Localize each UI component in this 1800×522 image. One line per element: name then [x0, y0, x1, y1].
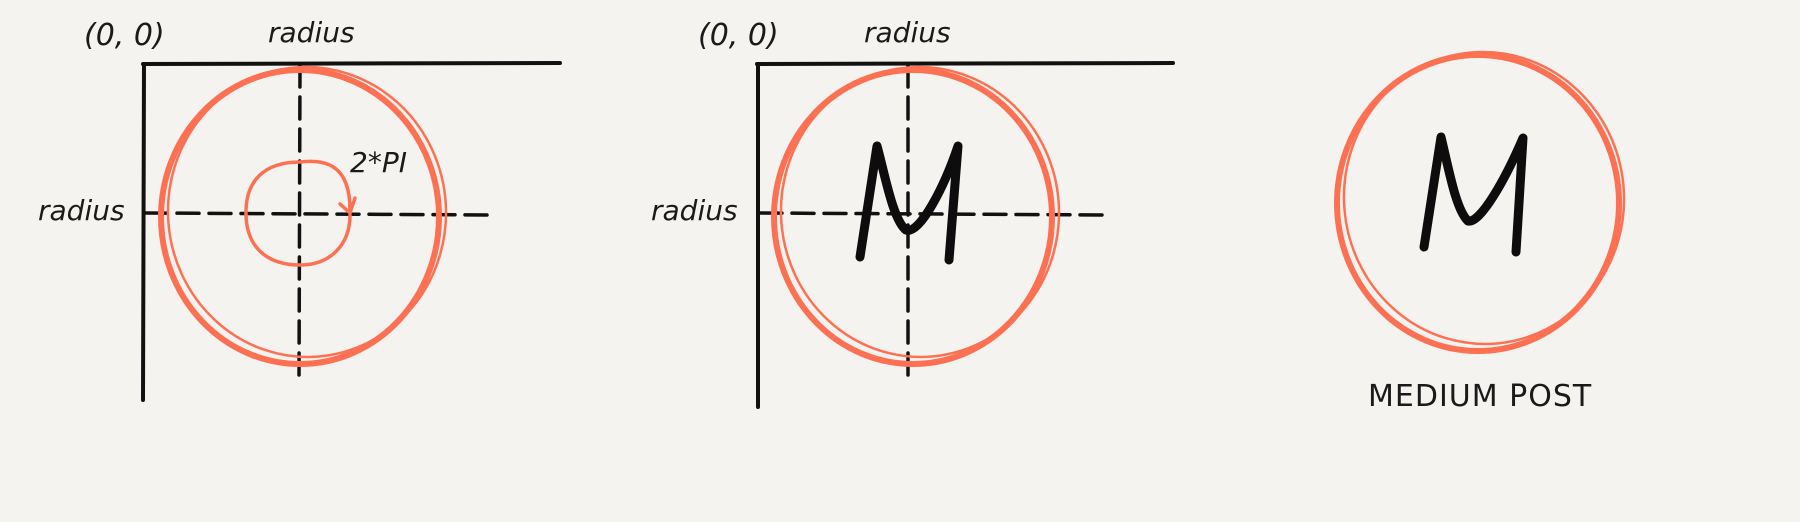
panel-1-arc-label: 2*PI — [350, 146, 407, 179]
panel-1-origin-label: (0, 0) — [84, 18, 165, 53]
panel-2-left-label: radius — [651, 194, 738, 227]
panel-1-circle — [158, 67, 442, 367]
panel-1: (0, 0) radius radius 2*PI — [38, 16, 562, 402]
panel-1-horizontal-guide — [143, 211, 494, 217]
panel-1-top-axis — [141, 61, 562, 66]
panel-1-left-label: radius — [38, 194, 125, 227]
panel-3-circle-echo — [1342, 50, 1626, 346]
panel-1-top-label: radius — [268, 16, 355, 49]
panel-2-top-axis — [755, 61, 1175, 66]
panel-2-origin-label: (0, 0) — [698, 18, 779, 53]
panel-2-circle-echo — [779, 65, 1061, 359]
panel-2-letter-m — [855, 141, 963, 265]
panel-3: M MEDIUM POST — [0, 0, 1626, 414]
panel-2-horizontal-guide — [758, 211, 1107, 217]
panel-3-letter-m — [1419, 132, 1528, 257]
panel-3-circle — [1334, 52, 1622, 354]
panel-1-circle-echo — [166, 65, 448, 359]
panel-2: M (0, 0) radius radius — [651, 16, 1175, 409]
panel-1-left-axis — [141, 62, 146, 402]
panel-3-letter-text: M — [0, 0, 1, 1]
panel-2-top-label: radius — [864, 16, 951, 49]
panel-3-caption: MEDIUM POST — [1368, 379, 1592, 414]
panel-1-vertical-guide — [297, 63, 302, 384]
panel-2-circle — [771, 67, 1055, 367]
panel-1-arc-arrowhead — [338, 196, 357, 217]
panel-1-angle-arc — [244, 159, 352, 267]
